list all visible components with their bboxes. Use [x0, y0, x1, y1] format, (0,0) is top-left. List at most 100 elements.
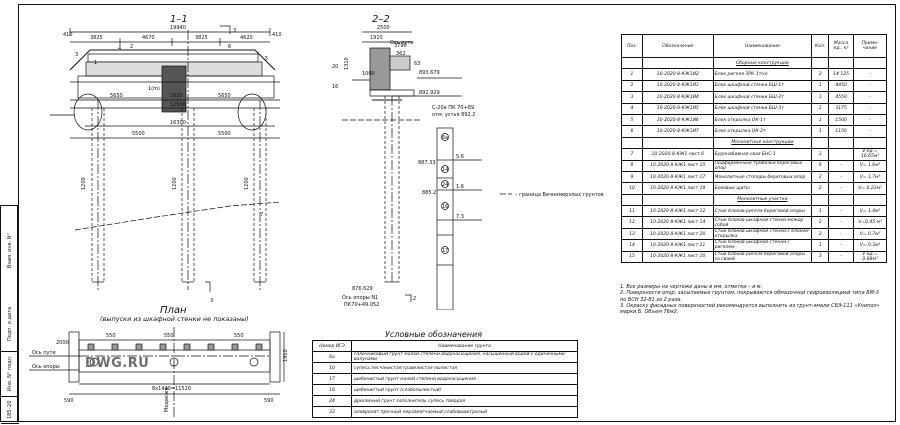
spec-cell: 2 — [811, 68, 830, 81]
plan-drawing: Ось пути Ось опоры 8x1440=11520 550 550 … — [29, 327, 289, 417]
bore-depth-4: 1.6 — [456, 184, 464, 190]
legend-cell-number: 10 — [312, 362, 352, 374]
spec-cell: 9 — [811, 159, 830, 172]
spec-cell-empty — [641, 136, 714, 150]
spec-cell: Монолитные стопоры береговых опор — [712, 170, 813, 184]
spec-cell: Стык блоков ригеля береговой опоры со св… — [712, 250, 813, 264]
note-1: 1. Все размеры на чертеже даны в мм, отм… — [620, 284, 763, 290]
plan-dim-4: 2000 — [56, 340, 69, 346]
permafrost-boundary-label: – граница Вечномерзлых грунтов — [515, 192, 604, 198]
pile-dim-3: 1200 — [244, 177, 250, 190]
spec-cell: 10-2020-8-КЖ1 лист 15 — [641, 159, 714, 172]
cut-mark-bottom: 3 — [210, 298, 213, 304]
mark-6: 6 — [228, 44, 231, 50]
spec-cell: Стык блоков шкафной стенки с ригелем — [712, 239, 813, 252]
elev-bottom: 876.629 — [352, 286, 373, 292]
spec-cell: 14 — [621, 239, 643, 252]
spec-cell-empty — [811, 193, 830, 207]
spec-cell: 1 — [621, 68, 643, 81]
spec-cell-empty — [621, 136, 643, 150]
plan-dim-3: 550 — [234, 333, 244, 339]
spec-header-row: Поз. Обозначение Наименование Кол. Масса… — [621, 34, 887, 58]
spec-cell: 10-2020-8-КЖ1 лист 21 — [641, 239, 714, 252]
dim-d: 4620 — [240, 35, 253, 41]
support-axis: Ось опоры N1 — [342, 295, 378, 301]
dim-f: 410 — [272, 32, 282, 38]
dim-mid-e: 16300 — [170, 120, 186, 126]
s2-dim-8: 16 — [332, 84, 338, 90]
spec-cell: V= 0.23м³ — [853, 182, 887, 195]
spec-cell: Стык блоков ригеля береговой опоры — [712, 205, 813, 218]
spec-group-title: Монолитные конструкции — [712, 136, 813, 150]
mark-5: 5 — [265, 56, 268, 62]
specification-table: Поз. Обозначение Наименование Кол. Масса… — [621, 34, 887, 264]
spec-cell: 10-2020-8-КЖ1 лист 14 — [641, 216, 714, 229]
spec-cell: – — [853, 79, 887, 93]
s2-dim-7: 1310 — [344, 57, 350, 70]
stamp-cell-sign: Подп. и дата — [1, 296, 19, 352]
mark-4: 4 — [118, 46, 121, 52]
spec-cell: 1 — [811, 102, 830, 115]
spec-cell: Подферменные тумбочки береговых опор — [712, 159, 813, 172]
spec-cell: – — [828, 205, 855, 218]
spec-cell: 1 — [811, 79, 830, 93]
spec-cell-empty — [828, 193, 855, 207]
plan-dim-7: 1910 — [283, 349, 289, 362]
spec-cell: Блок шкафной стенки БШ-2т — [712, 91, 813, 104]
spec-cell: 4550 — [828, 91, 855, 104]
spec-cell: 10-2020-8-КЖ1И4 — [641, 91, 714, 104]
spec-cell-empty — [811, 136, 830, 150]
plan-subtitle: (выпуски из шкафной стенки не показаны) — [100, 315, 249, 323]
bore-17: 17 — [442, 248, 448, 254]
legend-cell-name: алевролит прочный неразмягчаемый слабовы… — [351, 406, 578, 418]
spec-cell: 6 — [621, 125, 643, 138]
spec-cell-empty — [828, 136, 855, 150]
note-2: 2. Поверхности опор, засыпаемые грунтом,… — [620, 290, 879, 303]
spec-cell: – — [828, 159, 855, 172]
spec-cell: 10-2020-8-КЖ1 лист 6 — [641, 148, 714, 161]
spec-cell: V ед.= 0.88м³ — [853, 250, 887, 264]
bore-14: 14 — [442, 167, 448, 173]
spec-cell: 10-2020-8-КЖ1 лист 17 — [641, 170, 714, 184]
spec-cell: 10-2020-8-КЖ1И6 — [641, 113, 714, 127]
watermark: DWG.RU — [85, 356, 150, 371]
spec-cell: V= 0.7м³ — [853, 227, 887, 241]
spec-col-note: Приме-чание — [853, 34, 887, 58]
s2-dim-2: 1910 — [370, 35, 383, 41]
spec-cell: – — [828, 227, 855, 241]
spec-cell: 3 — [621, 91, 643, 104]
section-2-title: 2–2 — [372, 14, 390, 25]
spec-cell: 5 — [621, 113, 643, 127]
spec-cell: – — [828, 239, 855, 252]
s2-dim-6: 1000 — [362, 71, 375, 77]
section-2-drawing: 2500 1910 3790 362 63 1000 1310 16 20 Ос… — [332, 25, 604, 310]
elev-mid: 892.929 — [419, 90, 440, 96]
spec-cell: Блок шкафной стенки БШ-3т — [712, 102, 813, 115]
elev-top: 893.679 — [419, 70, 440, 76]
spec-cell: – — [853, 91, 887, 104]
bore-16: 16 — [442, 204, 448, 210]
mark-7: 7 — [260, 212, 263, 218]
spec-cell: 1 — [811, 239, 830, 252]
pile-note: С-20а ПК 70+89 — [432, 105, 474, 111]
stamp-cell-number: 185–20 — [1, 396, 19, 424]
spec-cell-empty — [853, 193, 887, 207]
spec-cell: – — [828, 170, 855, 184]
spec-cell: 1 — [811, 205, 830, 218]
cut-mark-2: 2 — [413, 296, 416, 302]
spec-cell: 10-2020-8-КЖ1 лист 19 — [641, 182, 714, 195]
spec-cell: V= 0.3м³ — [853, 239, 887, 252]
